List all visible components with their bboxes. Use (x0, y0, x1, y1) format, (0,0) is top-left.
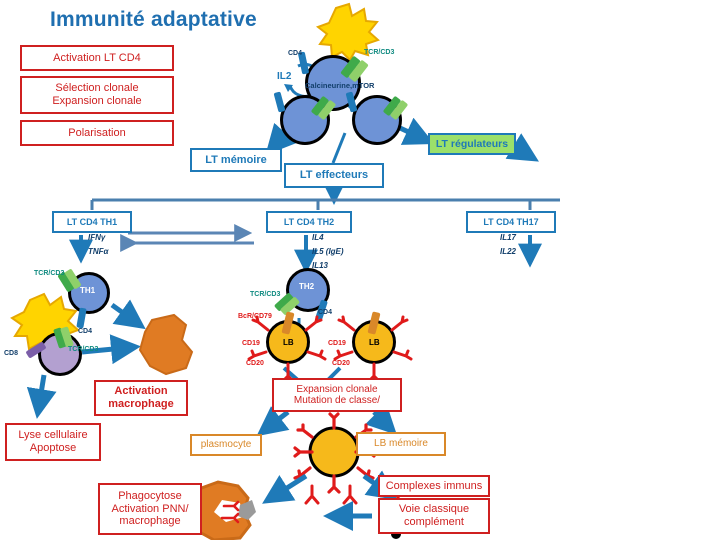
activation-macrophage-line2: macrophage (108, 398, 174, 410)
cd4-label-th1: CD4 (78, 328, 93, 335)
phagocytose-line3: macrophage (119, 515, 181, 528)
cd4-label: CD4 (288, 50, 303, 57)
lt-regulateurs-label: LT régulateurs (435, 137, 509, 150)
th2-label: LT CD4 TH2 (283, 216, 335, 227)
complement-line2: complément (404, 516, 464, 528)
th1-cytokine-1: IFNγ (88, 233, 106, 242)
page-title: Immunité adaptative (50, 8, 257, 31)
bcr-cd79-label-1: BcR/CD79 (238, 313, 272, 320)
cd19-label-1: CD19 (242, 340, 260, 347)
complexes-immuns-label: Complexes immuns (385, 479, 483, 492)
box-lt-regulateurs: LT régulateurs (428, 133, 516, 155)
step-selection-line1: Sélection clonale (55, 82, 139, 95)
tcr-cd3-label-th2: TCR/CD3 (250, 291, 281, 298)
complement-line1: Voie classique (398, 503, 470, 516)
box-lt-cd4-th1: LT CD4 TH1 (52, 211, 132, 233)
lt-effecteurs-label: LT effecteurs (299, 169, 369, 182)
box-voie-classique: Voie classique complément (378, 498, 490, 534)
box-plasmocyte: plasmocyte (190, 434, 262, 456)
th2-cytokine-2: IL5 (IgE) (312, 247, 344, 256)
box-complexes-immuns: Complexes immuns (378, 475, 490, 497)
step-box-activation: Activation LT CD4 (20, 45, 174, 71)
th2-cytokine-1: IL4 (312, 233, 324, 242)
phagocytose-line1: Phagocytose (118, 490, 182, 503)
lt-memoire-label: LT mémoire (205, 153, 267, 166)
box-lyse-apoptose: Lyse cellulaire Apoptose (5, 423, 101, 461)
cd4-label-th2: CD4 (318, 309, 333, 316)
step-box-polarisation: Polarisation (20, 120, 174, 146)
il2-label: IL2 (277, 71, 292, 82)
th1-cytokine-2: TNFα (88, 247, 109, 256)
lb-memoire-label: LB mémoire (374, 438, 428, 450)
expansion-line2: Mutation de classe/ (293, 395, 381, 406)
cd19-label-2: CD19 (328, 340, 346, 347)
cd8-label: CD8 (4, 350, 19, 357)
th17-label: LT CD4 TH17 (483, 216, 539, 227)
lyse-line1: Lyse cellulaire (18, 429, 88, 442)
activation-macrophage-line1: Activation (114, 385, 168, 398)
b-cell-1-name: LB (283, 338, 294, 347)
th1-effector-cell (68, 272, 110, 314)
cd4-receptor-icon-left (273, 91, 286, 113)
cd20-label-1: CD20 (246, 360, 264, 367)
cd20-label-2: CD20 (332, 360, 350, 367)
tcr-cd3-label: TCR/CD3 (364, 49, 395, 56)
step-box-selection: Sélection clonale Expansion clonale (20, 76, 174, 114)
box-phagocytose: Phagocytose Activation PNN/ macrophage (98, 483, 202, 535)
box-lt-memoire: LT mémoire (190, 148, 282, 172)
plasmocyte-label: plasmocyte (200, 439, 252, 451)
t-cell-daughter-left (280, 95, 330, 145)
th17-cytokine-2: IL22 (500, 247, 517, 256)
box-activation-macrophage: Activation macrophage (94, 380, 188, 416)
th2-cytokine-3: IL13 (312, 261, 329, 270)
phagocytose-line2: Activation PNN/ (111, 502, 189, 515)
tcr-cd3-label-th1: TCR/CD3 (34, 270, 65, 277)
box-expansion-mutation: Expansion clonale Mutation de classe/ (272, 378, 402, 412)
th1-cell-name: TH1 (80, 286, 96, 295)
box-lt-cd4-th2: LT CD4 TH2 (266, 211, 352, 233)
th2-cell-name: TH2 (299, 282, 315, 291)
th17-cytokine-1: IL17 (500, 233, 517, 242)
box-lt-effecteurs: LT effecteurs (284, 163, 384, 188)
signaling-label: Calcineurine,mTOR (305, 81, 375, 90)
b-cell-2-name: LB (369, 338, 380, 347)
lyse-line2: Apoptose (29, 442, 77, 454)
expansion-line1: Expansion clonale (296, 383, 378, 395)
step-polarisation-label: Polarisation (68, 126, 126, 139)
step-selection-line2: Expansion clonale (52, 95, 142, 107)
step-activation-label: Activation LT CD4 (53, 51, 141, 64)
tcr-cd3-label-cd8: TCR/CD3 (68, 346, 99, 353)
box-lt-cd4-th17: LT CD4 TH17 (466, 211, 556, 233)
box-lb-memoire: LB mémoire (356, 432, 446, 456)
macrophage-top (138, 313, 194, 376)
th1-label: LT CD4 TH1 (66, 216, 118, 227)
